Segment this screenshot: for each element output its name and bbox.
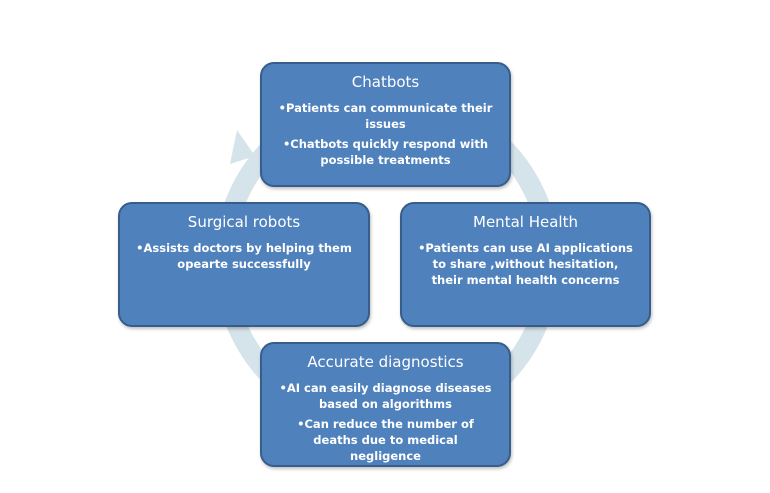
node-title: Mental Health [473,213,578,231]
node-title: Accurate diagnostics [307,353,464,371]
node-title: Surgical robots [187,213,301,231]
node-bullet: •Patients can use AI applications to sha… [418,241,633,287]
node-chatbots: Chatbots •Patients can communicate their… [260,62,511,187]
node-title: Chatbots [351,73,420,91]
node-surgical-robots: Surgical robots •Assists doctors by help… [118,202,370,327]
node-accurate-diagnostics: Accurate diagnostics •AI can easily diag… [260,342,511,467]
cycle-arrowhead-icon [230,130,255,164]
node-bullet: •AI can easily diagnose diseases based o… [279,381,492,411]
node-bullet: •Can reduce the number of deaths due to … [297,417,474,463]
node-bullet: •Chatbots quickly respond with possible … [282,137,489,167]
node-bullet: •Patients can communicate their issues [278,101,493,131]
node-bullet: •Assists doctors by helping them opearte… [136,241,352,271]
node-mental-health: Mental Health •Patients can use AI appli… [400,202,651,327]
